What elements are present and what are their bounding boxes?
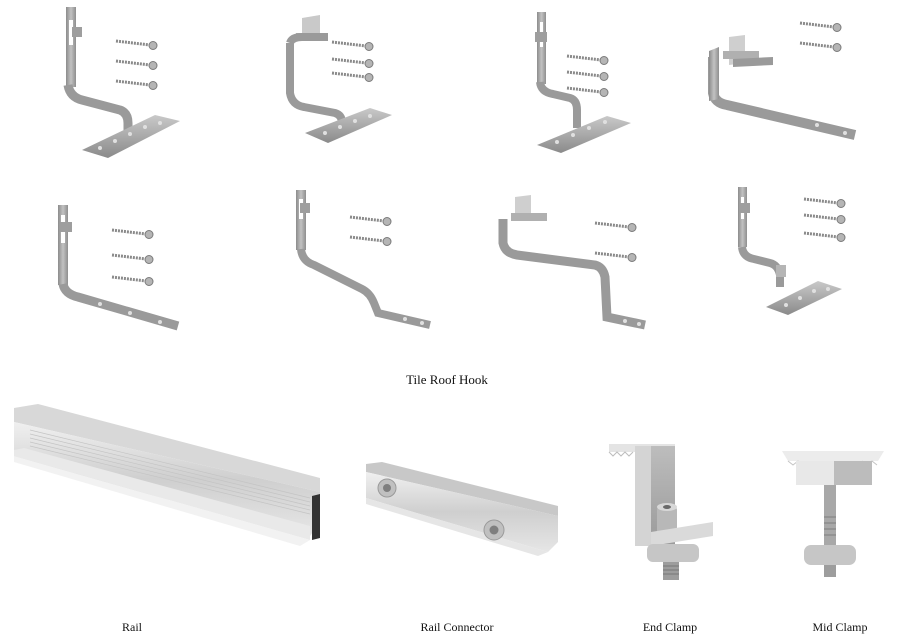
caption-mid-clamp: Mid Clamp bbox=[812, 620, 868, 634]
caption-end-clamp: End Clamp bbox=[642, 620, 698, 634]
rail-connector-image bbox=[362, 458, 562, 558]
mid-clamp-image bbox=[778, 445, 888, 585]
tile-roof-hook-5 bbox=[50, 200, 185, 335]
tile-roof-hook-2 bbox=[280, 15, 400, 150]
tile-roof-hook-3 bbox=[525, 10, 640, 160]
caption-rail-connector: Rail Connector bbox=[420, 620, 494, 634]
end-clamp-image bbox=[605, 440, 715, 590]
caption-rail: Rail bbox=[122, 620, 142, 634]
tile-roof-hook-6 bbox=[290, 185, 440, 335]
rail-image bbox=[10, 400, 325, 550]
tile-roof-hook-4 bbox=[705, 15, 870, 155]
section-title-tile-roof-hook: Tile Roof Hook bbox=[406, 372, 488, 387]
tile-roof-hook-7 bbox=[495, 195, 655, 335]
tile-roof-hook-1 bbox=[60, 5, 190, 165]
tile-roof-hook-8 bbox=[730, 185, 850, 320]
